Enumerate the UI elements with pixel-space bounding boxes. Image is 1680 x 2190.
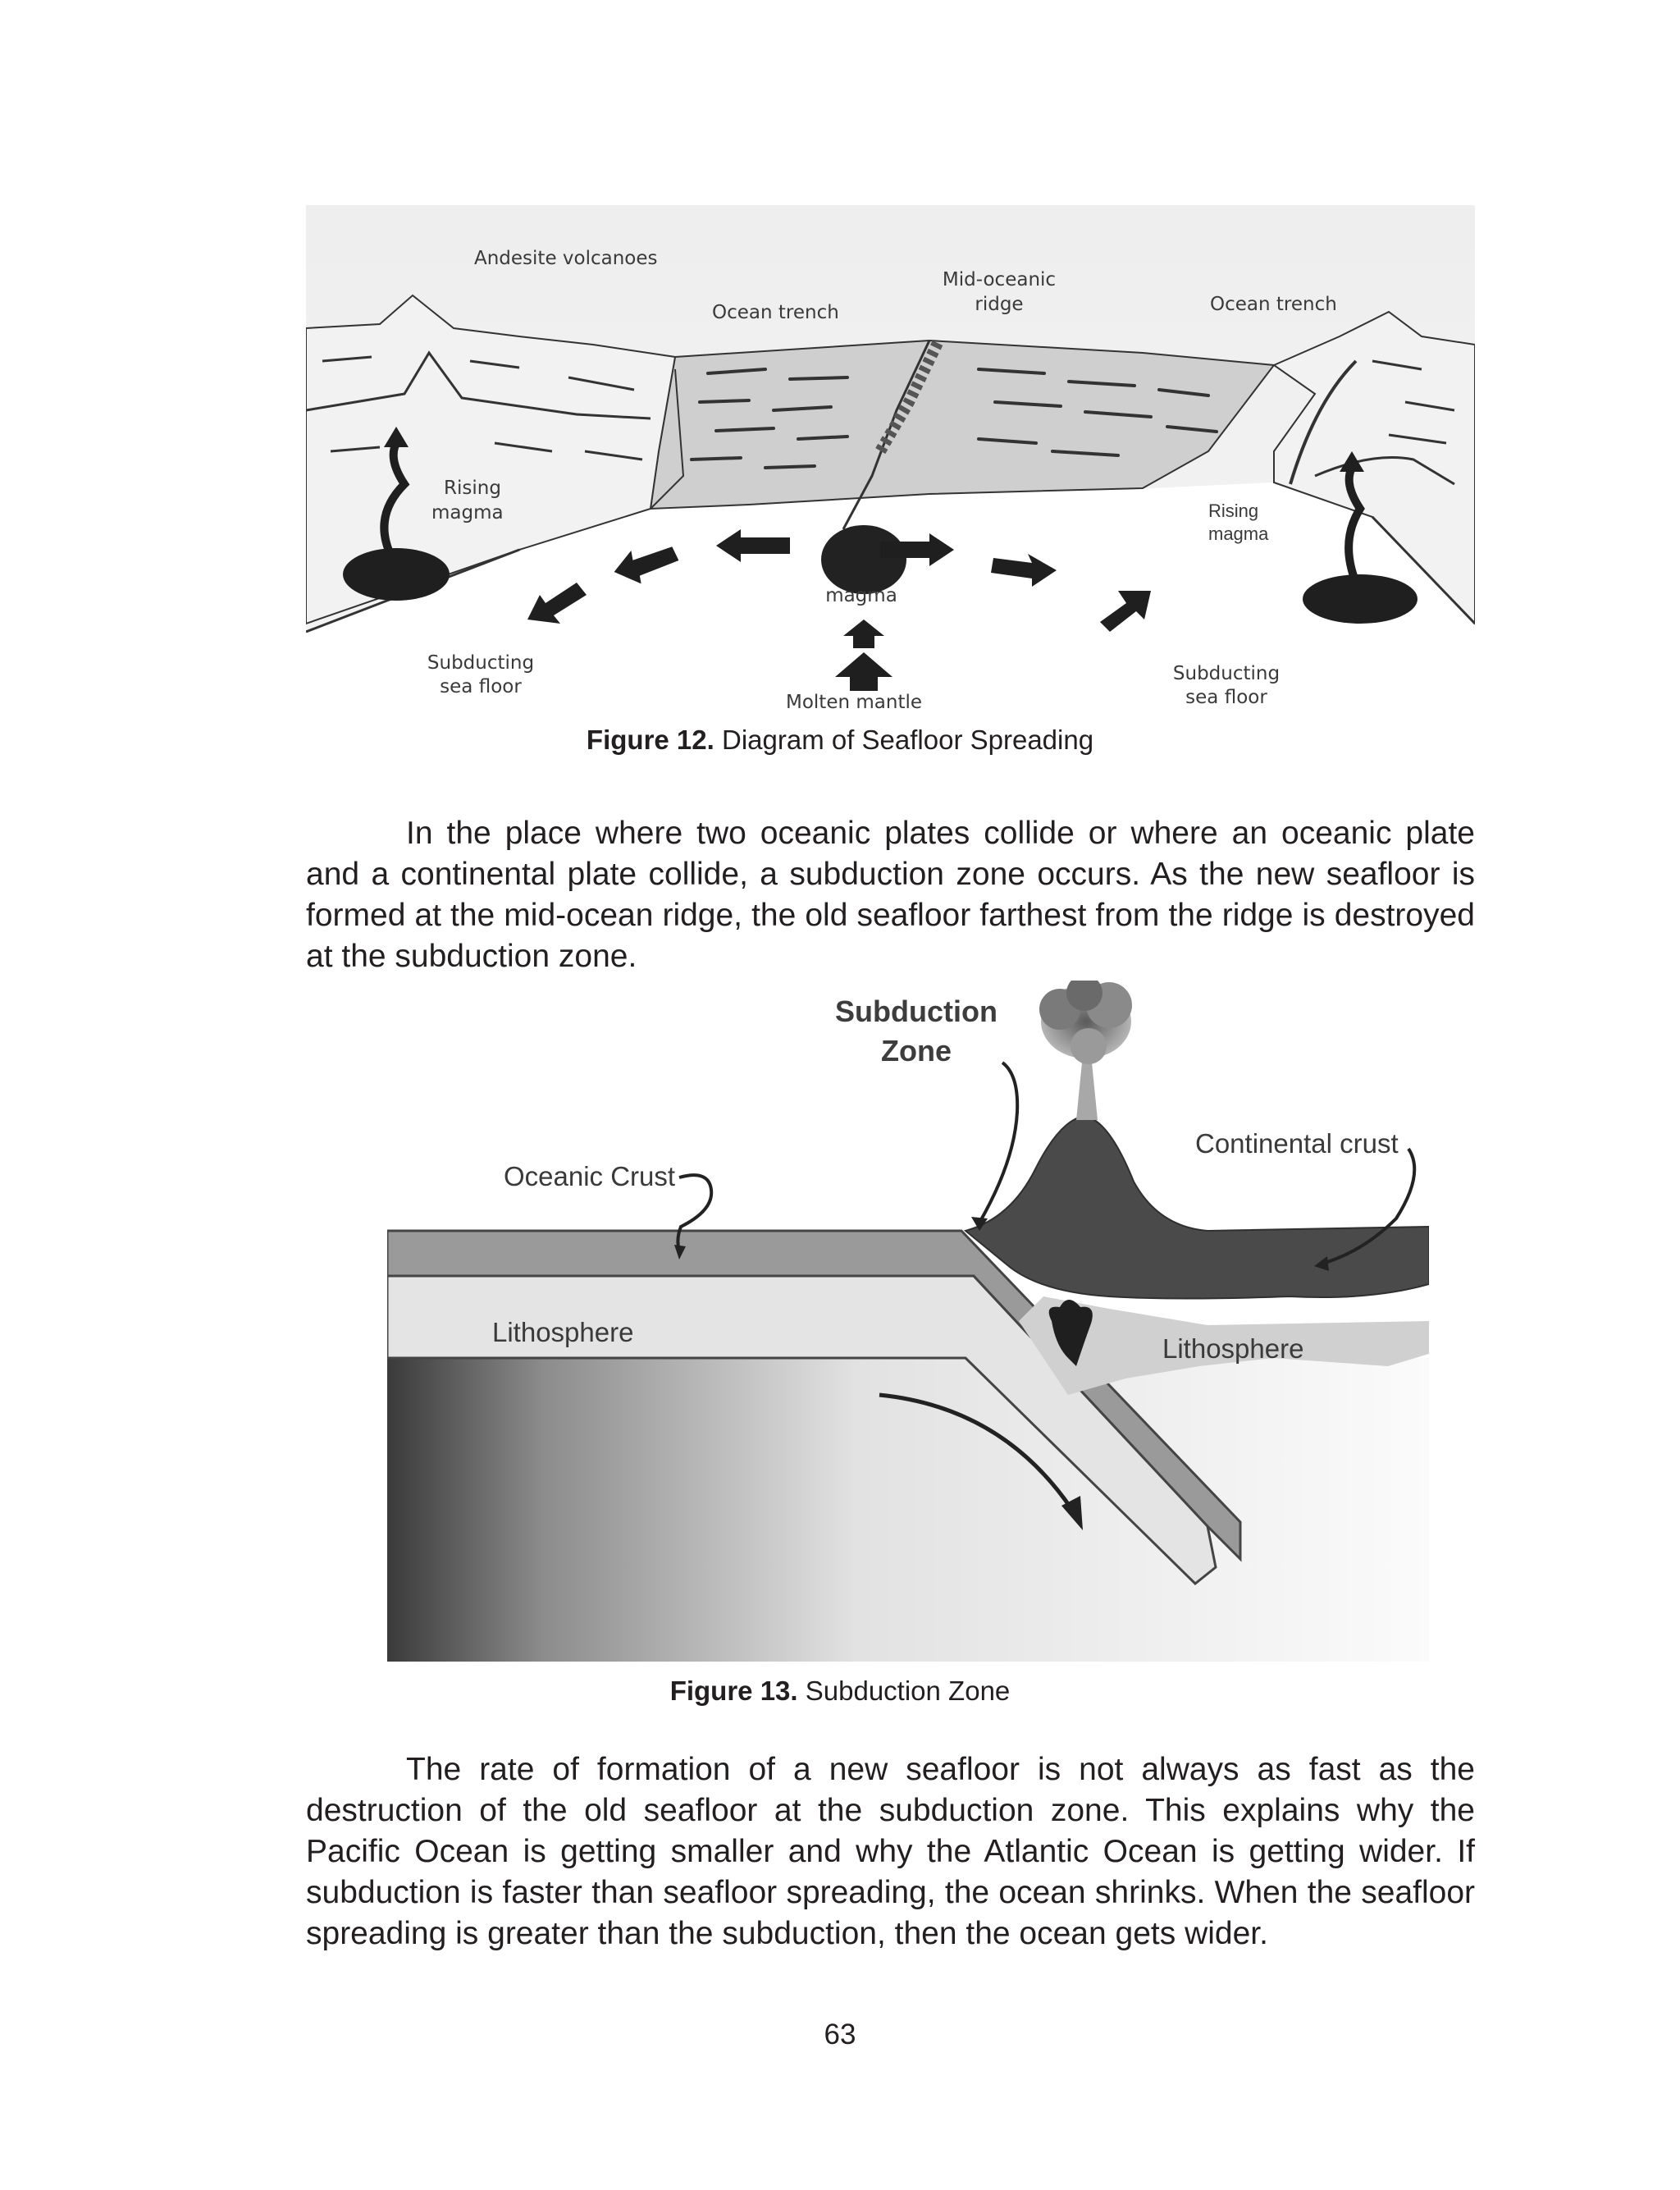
arrow-left-3 bbox=[527, 583, 587, 624]
arrow-right-2 bbox=[991, 554, 1057, 587]
arrow-left-2 bbox=[614, 546, 679, 584]
mantle-flow-arrow bbox=[879, 1392, 1075, 1511]
label-magma: magma bbox=[825, 585, 897, 606]
central-magma-chamber bbox=[821, 525, 906, 594]
figure-13-caption-number: Figure 13. bbox=[669, 1676, 798, 1706]
subduction-zone-pointer-head bbox=[971, 1217, 988, 1231]
left-landscape-hatching bbox=[322, 355, 643, 461]
right-trench-edge bbox=[1289, 359, 1358, 485]
label-subducting-right-line1: Subducting bbox=[1173, 663, 1280, 684]
label-rising-magma-left-line1: Rising bbox=[444, 478, 501, 499]
left-rising-magma-arrowhead bbox=[384, 427, 409, 447]
continental-crust-mountain bbox=[963, 1114, 1429, 1300]
label-subducting-right-line2: sea floor bbox=[1185, 687, 1267, 708]
paragraph-2-text: The rate of formation of a new seafloor … bbox=[306, 1752, 1475, 1951]
arrow-up-lower bbox=[835, 652, 892, 691]
right-subducting-plate-line bbox=[1371, 515, 1475, 625]
ridge-line bbox=[842, 340, 931, 530]
label-subduction-line2: Zone bbox=[881, 1034, 952, 1068]
left-trench-edge bbox=[650, 368, 685, 510]
arrow-right-1 bbox=[880, 533, 954, 566]
right-magma-chamber bbox=[1303, 574, 1418, 624]
mantle-gradient bbox=[387, 1358, 1429, 1662]
page-number: 63 bbox=[824, 2019, 856, 2051]
figure-13-caption-title: Subduction Zone bbox=[797, 1676, 1011, 1706]
figure-13-caption: Figure 13. Subduction Zone bbox=[0, 1676, 1680, 1707]
label-ocean-trench-left: Ocean trench bbox=[712, 302, 839, 323]
label-subducting-left-line1: Subducting bbox=[427, 652, 534, 674]
label-oceanic-crust: Oceanic Crust bbox=[504, 1161, 675, 1191]
continental-crust-pointer bbox=[1322, 1147, 1417, 1265]
ocean-floor-texture bbox=[690, 368, 1218, 469]
label-subducting-left-line2: sea floor bbox=[440, 676, 522, 697]
label-subduction-line1: Subduction bbox=[835, 994, 998, 1028]
right-rising-magma-stream bbox=[1344, 465, 1365, 584]
label-lithosphere-right: Lithosphere bbox=[1162, 1333, 1303, 1364]
subduction-zone-pointer bbox=[978, 1061, 1020, 1223]
magma-blob bbox=[1048, 1300, 1093, 1366]
right-continent bbox=[1271, 310, 1475, 625]
label-mid-oceanic-line1: Mid-oceanic bbox=[943, 269, 1056, 290]
right-mountain bbox=[1314, 456, 1455, 486]
paragraph-1-text: In the place where two oceanic plates co… bbox=[306, 816, 1475, 974]
subduction-zone-illustration: Subduction Zone Continental crust Oceani… bbox=[387, 981, 1429, 1662]
label-continental-crust: Continental crust bbox=[1195, 1128, 1399, 1159]
label-rising-magma-left-line2: magma bbox=[431, 502, 504, 523]
left-volcano-ridge bbox=[306, 350, 651, 420]
oceanic-crust-pointer bbox=[676, 1173, 714, 1252]
mantle-area bbox=[306, 482, 1475, 718]
figure-12-caption-title: Diagram of Seafloor Spreading bbox=[714, 725, 1094, 755]
paragraph-subduction-zone-intro: In the place where two oceanic plates co… bbox=[306, 813, 1475, 977]
continental-lithosphere bbox=[1019, 1296, 1429, 1395]
right-rising-magma-arrowhead bbox=[1340, 451, 1364, 472]
ridge-rift bbox=[874, 340, 943, 455]
figure-12-caption-number: Figure 12. bbox=[586, 725, 714, 755]
seafloor-spreading-illustration: Andesite volcanoes Ocean trench Mid-ocea… bbox=[306, 205, 1475, 718]
paragraph-seafloor-rate: The rate of formation of a new seafloor … bbox=[306, 1749, 1475, 1955]
right-landscape-hatching bbox=[1372, 359, 1455, 445]
label-rising-magma-right-line2: magma bbox=[1208, 523, 1269, 544]
left-magma-chamber bbox=[343, 548, 450, 601]
arrow-up-upper bbox=[843, 620, 884, 648]
left-rising-magma-stream bbox=[380, 441, 410, 560]
label-lithosphere-left: Lithosphere bbox=[492, 1317, 633, 1347]
label-ocean-trench-right: Ocean trench bbox=[1210, 294, 1337, 315]
label-andesite-volcanoes: Andesite volcanoes bbox=[474, 248, 658, 269]
label-molten-mantle: Molten mantle bbox=[786, 692, 922, 713]
figure-12-caption: Figure 12. Diagram of Seafloor Spreading bbox=[0, 725, 1680, 756]
volcano-smoke-cloud bbox=[1039, 981, 1132, 1064]
left-continent bbox=[306, 294, 677, 625]
mantle-flow-arrowhead bbox=[1061, 1496, 1083, 1530]
figure-13-subduction-zone-diagram: Subduction Zone Continental crust Oceani… bbox=[387, 981, 1429, 1662]
volcano-vent-plume bbox=[1076, 1054, 1098, 1120]
convection-arrows bbox=[527, 529, 1151, 691]
continental-crust-pointer-head bbox=[1314, 1256, 1329, 1271]
oceanic-crust-pointer-head bbox=[674, 1245, 686, 1260]
arrow-left-1 bbox=[716, 529, 790, 562]
label-rising-magma-right-line1: Rising bbox=[1208, 501, 1258, 521]
label-mid-oceanic-line2: ridge bbox=[975, 294, 1023, 315]
figure-12-seafloor-spreading-diagram: Andesite volcanoes Ocean trench Mid-ocea… bbox=[306, 205, 1475, 718]
arrow-right-3 bbox=[1100, 591, 1151, 632]
